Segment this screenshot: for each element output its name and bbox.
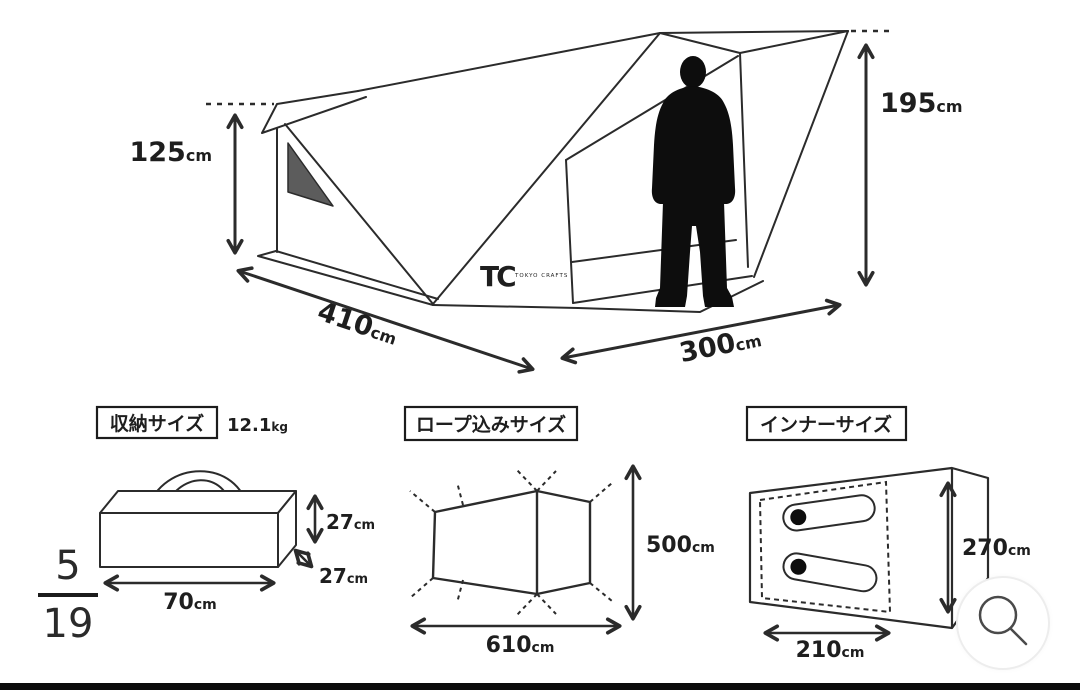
page-indicator: 5 19 — [30, 545, 106, 645]
page-divider — [38, 593, 98, 597]
storage-section: 収納サイズ 12.1kg 27cm 27cm — [95, 405, 375, 615]
sleeping-bags — [782, 494, 878, 593]
tent-visor — [261, 90, 367, 134]
page-current: 5 — [55, 543, 81, 589]
bottom-bar — [0, 683, 1080, 690]
tent-illustration — [257, 30, 849, 313]
storage-weight: 12.1kg — [227, 415, 288, 436]
label-width: 300cm — [677, 322, 764, 369]
magnifier-icon — [978, 595, 1028, 646]
label-rope-depth: 500cm — [646, 533, 715, 558]
arrow-length — [236, 266, 535, 374]
rope-title-box — [403, 405, 579, 442]
label-storage-height: 27cm — [326, 510, 375, 534]
tent-top-opening — [659, 30, 849, 54]
label-inner-depth: 270cm — [962, 536, 1031, 561]
tent-front-diagonal — [432, 32, 661, 305]
inner-footprint — [748, 466, 990, 630]
tent-door-right-edge — [753, 30, 849, 278]
tent-dimension-labels: 125cm 195cm 410cm 300cm — [129, 88, 962, 369]
person-torso — [651, 86, 736, 204]
sleeping-bag-lower-head — [790, 558, 807, 575]
rope-guy-lines — [409, 468, 613, 617]
logo-glyph: TC — [480, 260, 515, 293]
label-height-left: 125cm — [129, 137, 212, 168]
rope-title: ロープ込みサイズ — [416, 413, 566, 436]
tent-window — [287, 142, 334, 207]
storage-bag-top — [99, 490, 297, 514]
person-head — [680, 56, 706, 88]
logo-text: TOKYO CRAFTS — [514, 273, 568, 279]
inner-size-section: インナーサイズ 270cm — [745, 405, 1031, 663]
inner-floor-dashed — [758, 480, 892, 614]
label-height-right: 195cm — [880, 88, 963, 119]
arrow-storage-depth — [293, 548, 314, 569]
storage-title: 収納サイズ — [110, 412, 204, 435]
page-total: 19 — [42, 601, 94, 647]
person-legs — [655, 202, 734, 307]
reference-lines — [206, 29, 889, 106]
storage-bag-front — [99, 512, 279, 568]
inner-title: インナーサイズ — [760, 413, 892, 436]
sleeping-bag-upper-head — [790, 509, 807, 526]
sleeping-bag-upper — [782, 494, 876, 532]
tent-dimension-arrows — [226, 43, 875, 374]
label-storage-depth: 27cm — [319, 564, 368, 588]
tent-door-top-edge — [565, 55, 739, 161]
rope-footprint — [431, 489, 592, 596]
label-inner-width: 210cm — [796, 638, 865, 663]
label-rope-width: 610cm — [486, 633, 555, 658]
rope-size-section: ロープ込みサイズ 500cm 610cm — [403, 405, 715, 658]
zoom-button[interactable] — [956, 576, 1050, 670]
person-silhouette — [651, 56, 736, 307]
tent-door-frame — [739, 52, 749, 268]
sleeping-bag-lower — [782, 552, 878, 593]
inner-title-box — [745, 405, 908, 442]
tent-ridge — [357, 30, 849, 92]
label-storage-width: 70cm — [163, 590, 217, 615]
arrow-width — [560, 298, 842, 365]
tent-left-diagonal — [284, 123, 434, 305]
tokyo-crafts-logo: TC TOKYO CRAFTS — [480, 260, 568, 293]
storage-title-box — [95, 405, 219, 440]
label-length: 410cm — [314, 296, 402, 352]
